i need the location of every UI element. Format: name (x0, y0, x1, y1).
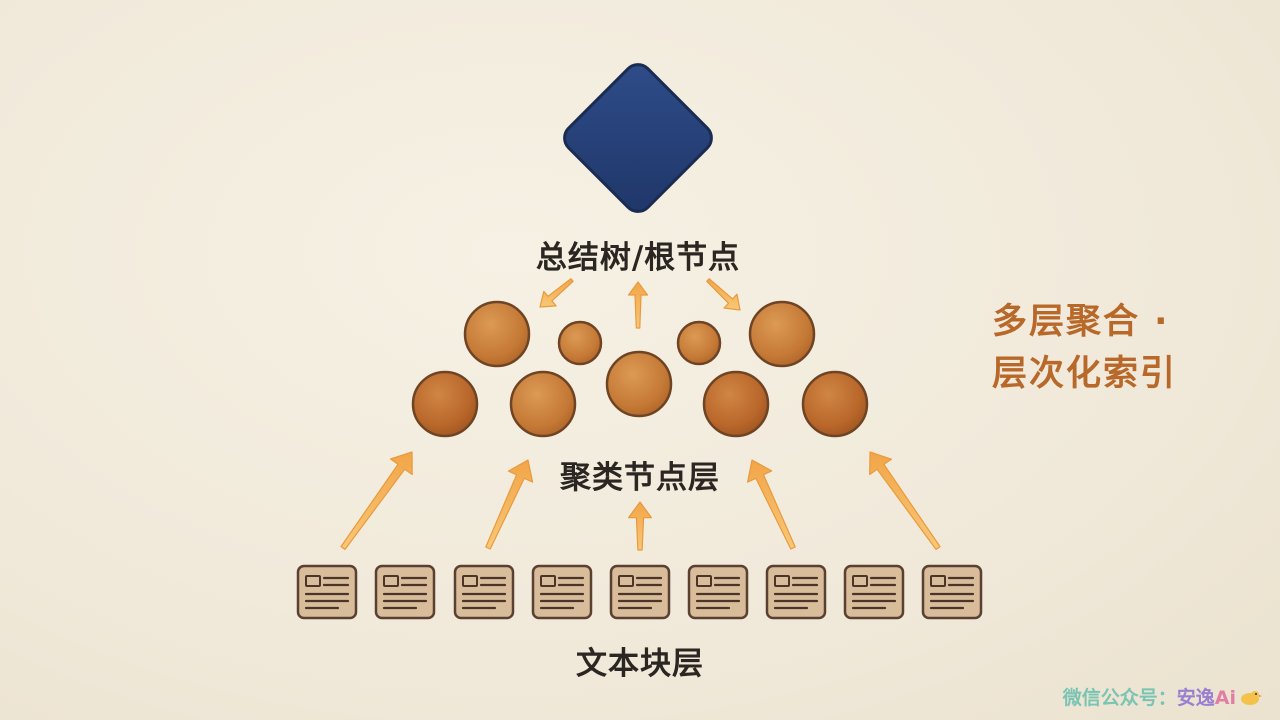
watermark-prefix: 微信公众号： (1062, 687, 1177, 709)
chunk-layer-label: 文本块层 (576, 646, 704, 682)
chunk-node-document-icon (765, 564, 827, 620)
cluster-node-circle-icon (702, 370, 770, 438)
arrow-up-icon (706, 278, 741, 311)
watermark-suffix: Ai (1214, 687, 1236, 709)
chunk-node-document-icon (531, 564, 593, 620)
chunk-nodes (296, 564, 983, 620)
cluster-node-circle-icon (748, 300, 816, 368)
cluster-node-circle-icon (676, 320, 722, 366)
arrows-to-clusters (340, 451, 941, 551)
root-node-diamond-icon (563, 63, 713, 213)
arrows-to-root (539, 278, 741, 329)
watermark: 微信公众号：安逸Ai (1063, 683, 1262, 710)
chunk-node-document-icon (609, 564, 671, 620)
side-title-line1: 多层聚合 · (992, 302, 1170, 342)
side-title: 多层聚合 · 层次化索引 (992, 296, 1177, 400)
watermark-name: 安逸 (1176, 687, 1215, 709)
chunk-node-document-icon (453, 564, 515, 620)
chunk-node-document-icon (687, 564, 749, 620)
arrow-up-icon (869, 451, 941, 551)
bird-icon (1241, 691, 1262, 705)
cluster-node-circle-icon (411, 370, 479, 438)
chunk-node-document-icon (374, 564, 436, 620)
side-title-line2: 层次化索引 (992, 354, 1178, 394)
arrow-up-icon (485, 459, 534, 550)
arrow-up-icon (340, 451, 413, 551)
cluster-node-circle-icon (557, 320, 603, 366)
cluster-node-circle-icon (463, 300, 531, 368)
cluster-nodes (411, 300, 869, 438)
chunk-node-document-icon (296, 564, 358, 620)
chunk-node-document-icon (921, 564, 983, 620)
arrow-up-icon (746, 459, 796, 550)
arrow-up-icon (539, 278, 574, 308)
chunk-node-document-icon (843, 564, 905, 620)
cluster-node-circle-icon (801, 370, 869, 438)
cluster-node-circle-icon (509, 370, 577, 438)
cluster-layer-label: 聚类节点层 (560, 460, 720, 496)
arrow-up-icon (627, 501, 653, 551)
arrow-up-icon (627, 281, 649, 329)
root-layer-label: 总结树/根节点 (535, 240, 741, 276)
cluster-node-circle-icon (605, 350, 673, 418)
